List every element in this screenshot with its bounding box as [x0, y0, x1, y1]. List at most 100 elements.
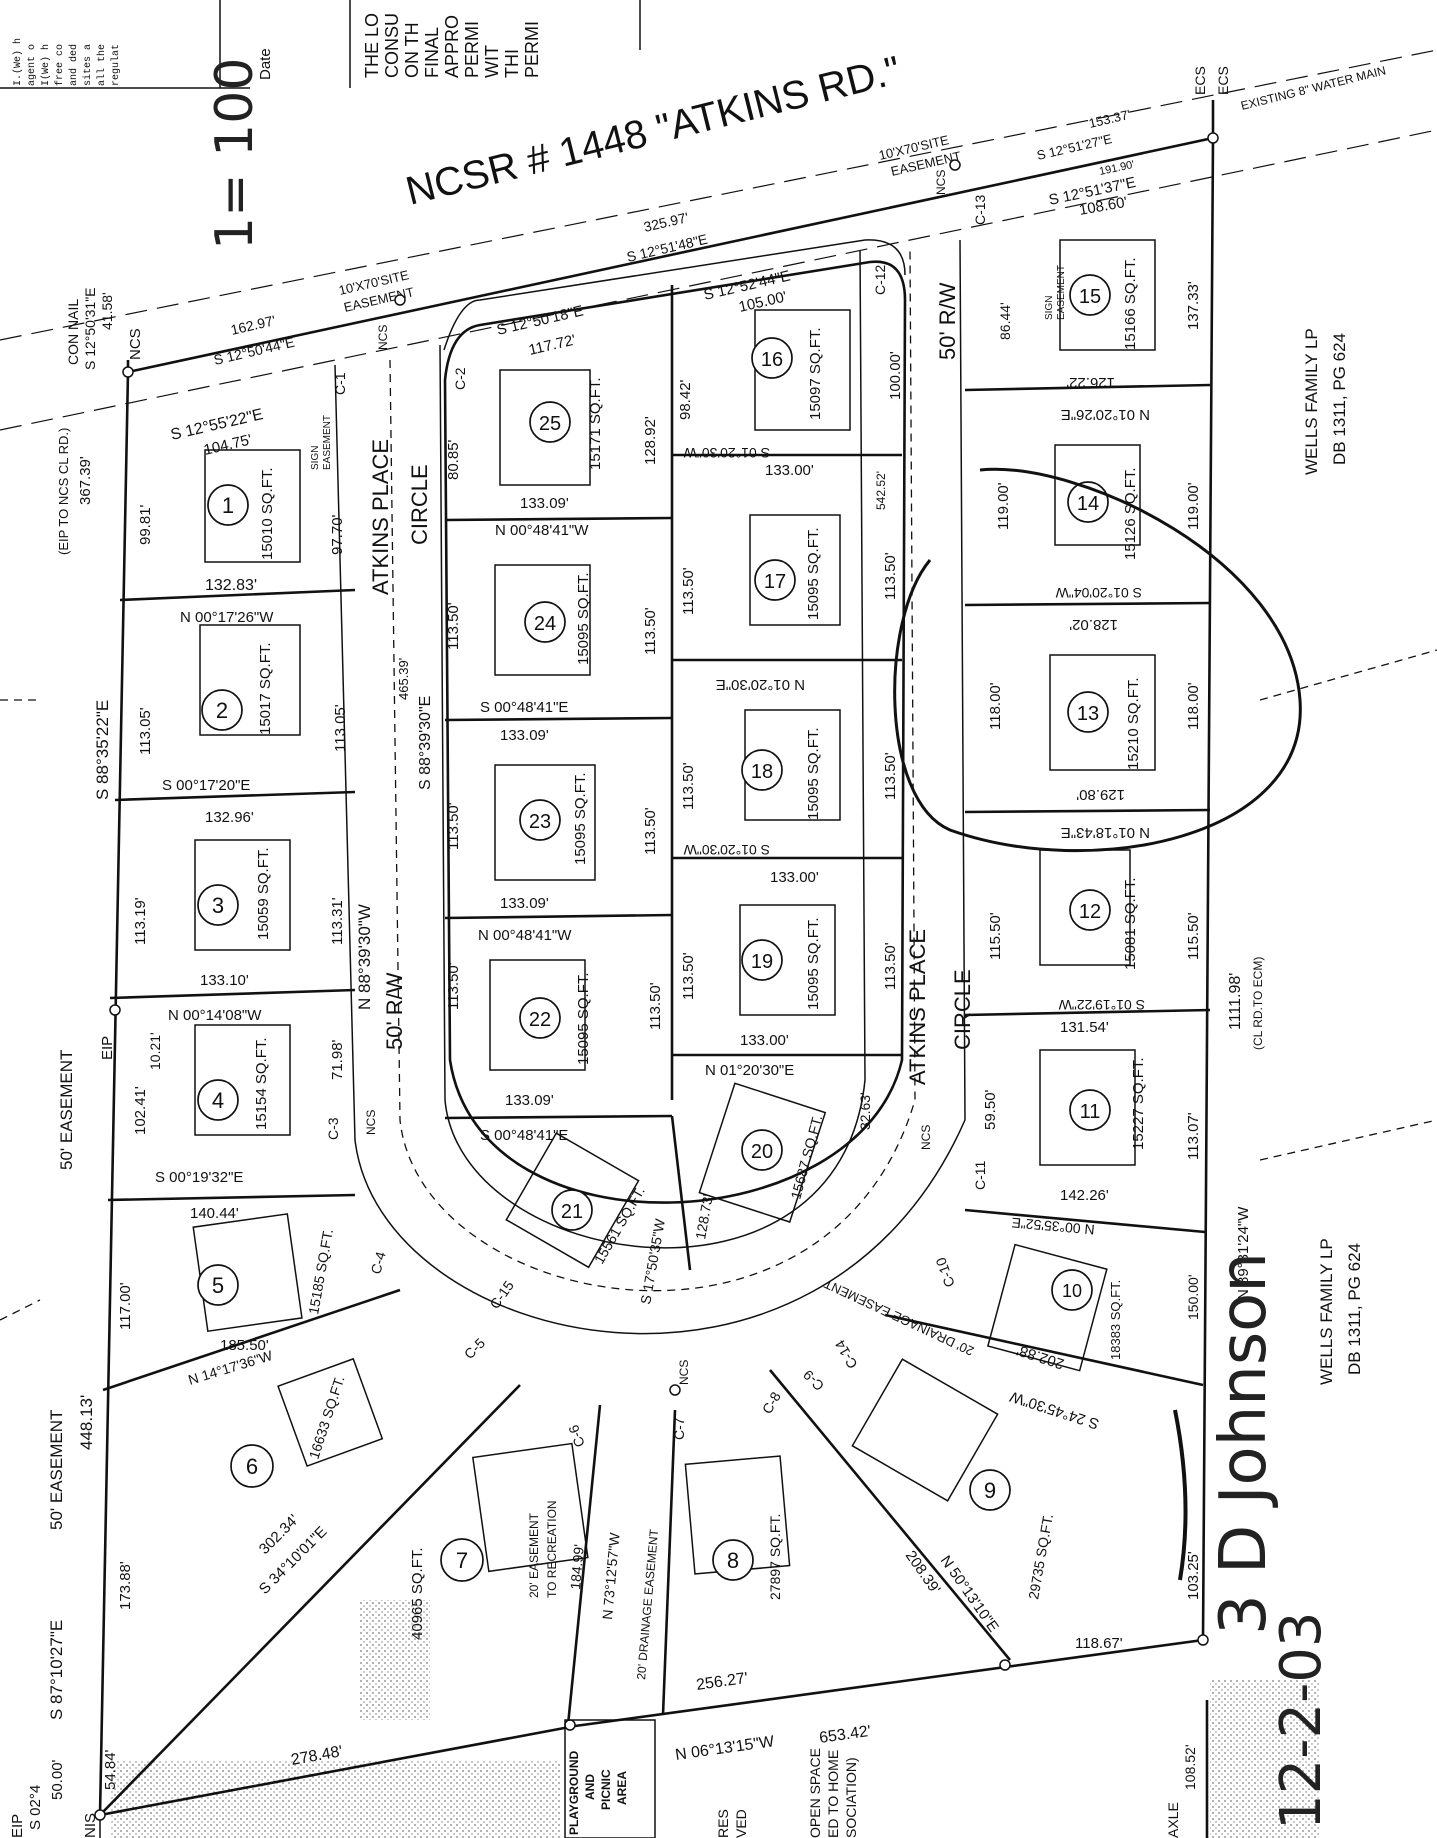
- street-name-east: ATKINS PLACE: [905, 929, 930, 1085]
- svg-text:THE LO: THE LO: [362, 13, 382, 78]
- svg-text:WELLS FAMILY LP: WELLS FAMILY LP: [1317, 1238, 1336, 1385]
- svg-text:N 88°39'30"W: N 88°39'30"W: [355, 904, 374, 1010]
- svg-text:PLAYGROUND: PLAYGROUND: [567, 1750, 581, 1835]
- svg-text:128.02': 128.02': [1069, 616, 1118, 633]
- date-label: Date: [257, 48, 274, 80]
- svg-text:137.33': 137.33': [1185, 281, 1202, 330]
- svg-text:3: 3: [212, 893, 224, 918]
- consultant-note-fragment: THE LO CONSU ON TH FINAL APPRO PERMI WIT…: [362, 13, 542, 78]
- svg-text:S 00°17'20"E: S 00°17'20"E: [162, 777, 250, 794]
- lot-3: 3 15059 SQ.FT.: [197, 847, 272, 940]
- svg-text:C-14: C-14: [831, 1337, 860, 1371]
- svg-text:ON TH: ON TH: [402, 22, 422, 78]
- svg-text:S 01°19'22"W: S 01°19'22"W: [1058, 997, 1145, 1013]
- svg-text:ECS: ECS: [1192, 66, 1208, 95]
- svg-text:448.13': 448.13': [77, 1395, 96, 1450]
- svg-text:140.44': 140.44': [190, 1205, 239, 1222]
- svg-text:133.00': 133.00': [740, 1032, 789, 1049]
- svg-text:113.50': 113.50': [680, 952, 697, 1000]
- svg-text:133.09': 133.09': [505, 1092, 554, 1109]
- svg-text:S 01°20'04"W: S 01°20'04"W: [1055, 585, 1142, 601]
- svg-text:15171 SQ.FT.: 15171 SQ.FT.: [587, 377, 604, 470]
- svg-text:2: 2: [216, 698, 228, 723]
- svg-text:15095 SQ.FT.: 15095 SQ.FT.: [572, 772, 589, 865]
- street-name-east-2: CIRCLE: [950, 969, 975, 1050]
- lot-lines: [99, 285, 1211, 1816]
- svg-text:15: 15: [1079, 286, 1101, 308]
- svg-text:N 01°20'26"E: N 01°20'26"E: [1061, 406, 1150, 423]
- svg-text:ECS: ECS: [1215, 66, 1231, 95]
- svg-text:4: 4: [212, 1088, 224, 1113]
- svg-text:N 00°14'08"W: N 00°14'08"W: [168, 1007, 262, 1024]
- svg-text:15166 SQ.FT.: 15166 SQ.FT.: [1122, 257, 1139, 350]
- svg-text:CONSU: CONSU: [382, 13, 402, 78]
- svg-text:15059 SQ.FT.: 15059 SQ.FT.: [255, 847, 272, 940]
- note-line-4: free co: [54, 44, 66, 86]
- svg-text:113.50': 113.50': [642, 807, 659, 855]
- svg-text:118.00': 118.00': [1185, 682, 1202, 730]
- svg-text:59.50': 59.50': [982, 1089, 999, 1130]
- svg-text:32.63': 32.63': [857, 1092, 873, 1130]
- svg-text:119.00': 119.00': [995, 482, 1012, 530]
- svg-text:S 12°50'31"E: S 12°50'31"E: [82, 287, 98, 370]
- svg-text:10: 10: [1062, 1281, 1082, 1301]
- lot-4: 4 15154 SQ.FT.: [197, 1037, 270, 1130]
- drainage-easement-south: 20' DRAINAGE EASEMENT: [634, 1528, 661, 1680]
- svg-text:113.50': 113.50': [642, 607, 659, 655]
- svg-text:15017 SQ.FT.: 15017 SQ.FT.: [257, 642, 274, 735]
- road-centerline: [0, 49, 1437, 341]
- svg-text:S 12°51'27"E: S 12°51'27"E: [1035, 131, 1113, 163]
- svg-text:NCS: NCS: [919, 1125, 933, 1150]
- svg-text:N 00°48'41"W: N 00°48'41"W: [478, 927, 572, 944]
- note-line-7: all the: [96, 44, 108, 86]
- svg-text:N 01°20'30"E: N 01°20'30"E: [705, 1062, 794, 1079]
- svg-text:27897 SQ.FT.: 27897 SQ.FT.: [767, 1514, 783, 1600]
- svg-text:80.85': 80.85': [445, 439, 462, 480]
- svg-text:132.96': 132.96': [205, 809, 254, 826]
- svg-text:C-12: C-12: [872, 264, 888, 295]
- svg-text:S 01°20'30"W: S 01°20'30"W: [683, 842, 770, 858]
- svg-text:C-6: C-6: [565, 1423, 588, 1450]
- svg-text:15081 SQ.FT.: 15081 SQ.FT.: [1122, 877, 1139, 970]
- svg-text:113.31': 113.31': [329, 897, 346, 945]
- svg-text:15210 SQ.FT.: 15210 SQ.FT.: [1125, 677, 1142, 770]
- svg-text:184.99': 184.99': [567, 1544, 587, 1591]
- svg-text:C-3: C-3: [325, 1117, 341, 1140]
- svg-text:(CL RD.TO ECM): (CL RD.TO ECM): [1251, 957, 1265, 1050]
- svg-text:100.00': 100.00': [887, 351, 904, 400]
- svg-text:14: 14: [1077, 493, 1099, 515]
- svg-text:NCS: NCS: [677, 1360, 691, 1385]
- svg-text:118.67': 118.67': [1075, 1635, 1123, 1652]
- svg-text:DB 1311, PG 624: DB 1311, PG 624: [1330, 333, 1349, 465]
- svg-text:19: 19: [751, 951, 773, 973]
- svg-text:EASEMENT: EASEMENT: [1056, 265, 1067, 320]
- signature: 3 D Johnson: [1207, 1252, 1281, 1635]
- svg-text:15154 SQ.FT.: 15154 SQ.FT.: [253, 1037, 270, 1130]
- svg-text:S 88°35'22"E: S 88°35'22"E: [93, 700, 112, 800]
- svg-text:1111.98': 1111.98': [1227, 973, 1244, 1030]
- svg-text:22: 22: [529, 1009, 551, 1031]
- svg-text:CON NAIL: CON NAIL: [65, 299, 81, 365]
- svg-text:29735 SQ.FT.: 29735 SQ.FT.: [1025, 1513, 1056, 1601]
- svg-text:RES: RES: [715, 1809, 731, 1838]
- svg-text:11: 11: [1080, 1101, 1101, 1123]
- svg-text:PERMI: PERMI: [522, 21, 542, 78]
- svg-text:15095 SQ.FT.: 15095 SQ.FT.: [805, 727, 822, 820]
- owner-certificate-fragment: I.(We) h agent o I(We) h free co and ded…: [0, 0, 641, 89]
- svg-text:PICNIC: PICNIC: [599, 1769, 613, 1810]
- svg-text:133.09': 133.09': [520, 495, 569, 512]
- svg-text:103.25': 103.25': [1185, 1551, 1202, 1600]
- fifty-ft-easement-lower: 50' EASEMENT: [47, 1410, 66, 1530]
- svg-text:86.44': 86.44': [997, 302, 1013, 340]
- svg-text:113.50': 113.50': [680, 762, 697, 810]
- svg-text:PERMI: PERMI: [462, 21, 482, 78]
- svg-text:N 00°17'26"W: N 00°17'26"W: [180, 609, 274, 626]
- svg-text:129.80': 129.80': [1076, 786, 1125, 803]
- scale-note: 1= 100: [205, 58, 265, 250]
- svg-text:133.09': 133.09': [500, 727, 549, 744]
- svg-text:NCS: NCS: [376, 325, 390, 350]
